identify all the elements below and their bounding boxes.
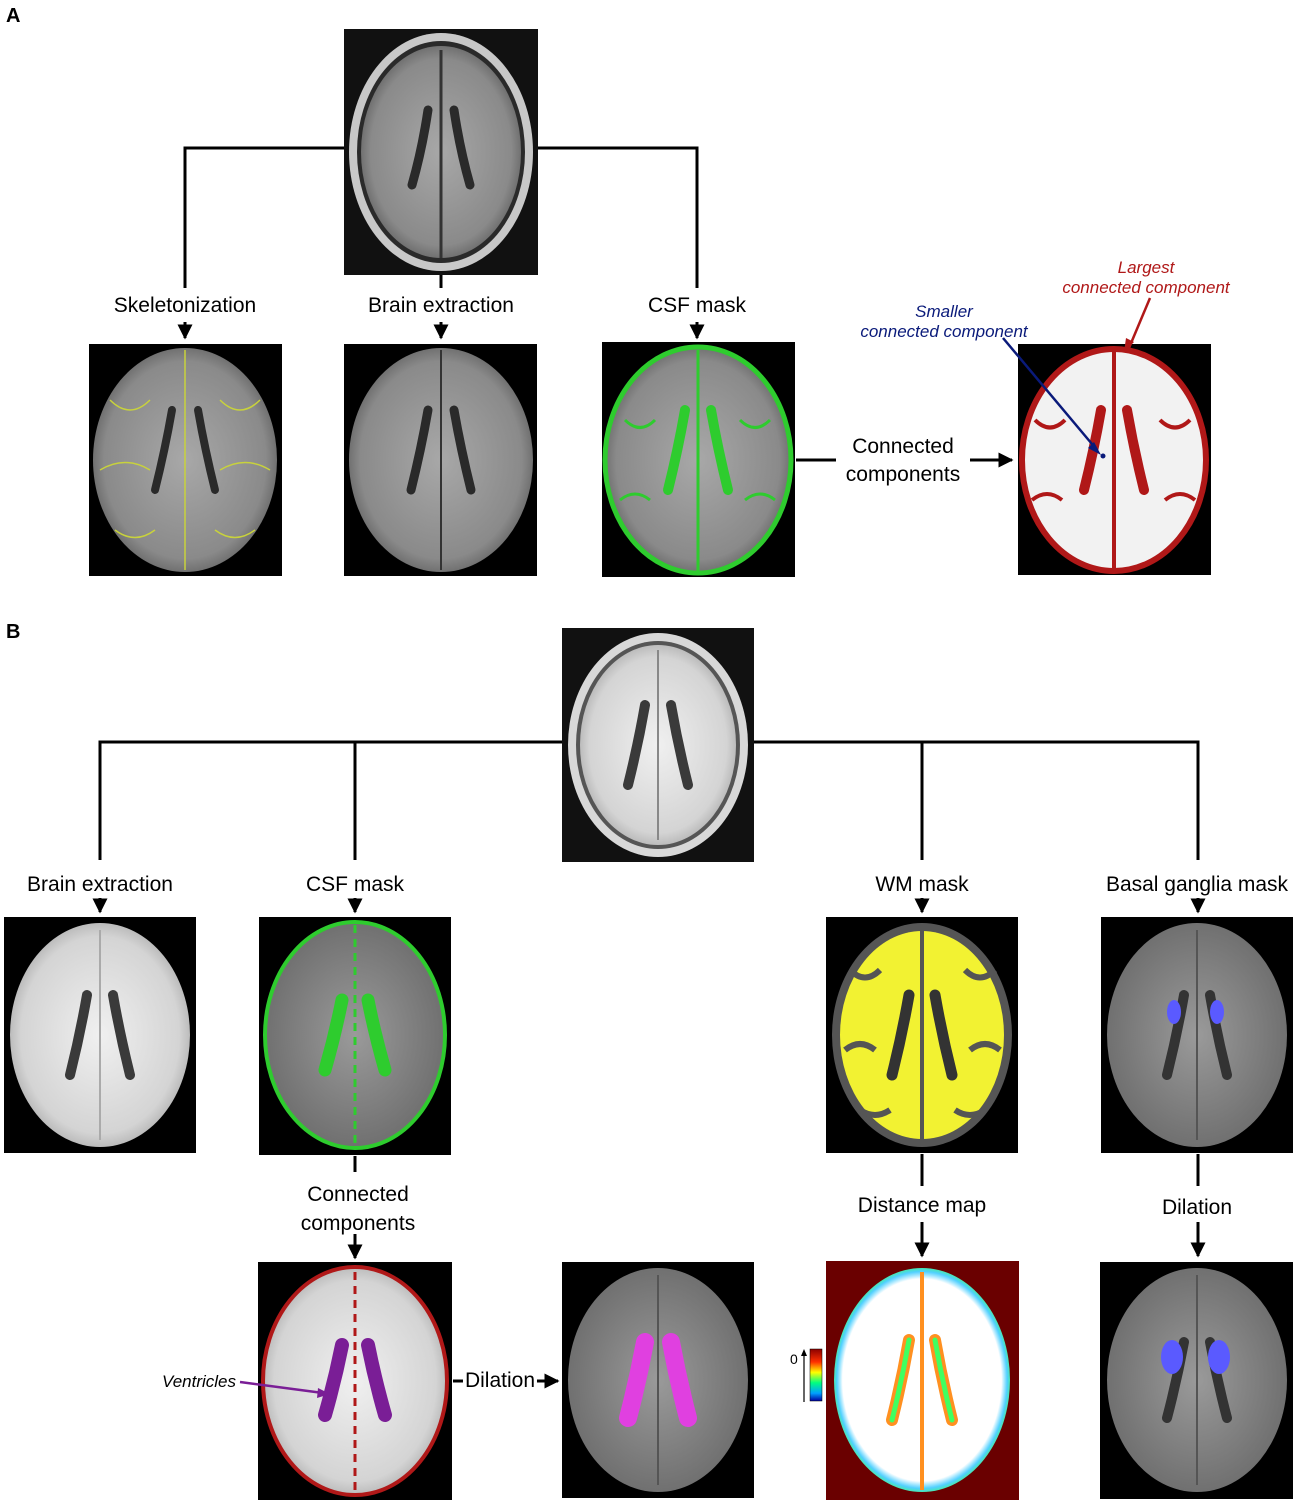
b-connected-components-image [258, 1262, 452, 1500]
b-dilated-basal-ganglia-image [1100, 1262, 1293, 1499]
b-label-brain-extraction: Brain extraction [27, 873, 173, 896]
b-basal-ganglia-mask-image [1101, 917, 1293, 1153]
a-largest-component-arrowhead [1124, 338, 1134, 352]
a-smaller-component-arrow [1002, 337, 1098, 451]
b-ventricles-arrowhead [317, 1388, 330, 1398]
b-connectors [92, 740, 1206, 1389]
b-label-wm-mask: WM mask [875, 873, 969, 896]
a-label-csf-mask: CSF mask [647, 294, 747, 317]
b-brain-extraction-image [4, 917, 196, 1153]
b-ventricles-arrow [239, 1380, 324, 1395]
b-label-dilation-basal-ganglia: Dilation [1161, 1196, 1233, 1219]
a-label-connected-components: Connected components [845, 435, 961, 486]
b-dilated-ventricles-image [562, 1262, 754, 1498]
a-label-skeletonization: Skeletonization [113, 294, 257, 317]
b-wm-mask-image [826, 917, 1018, 1153]
b-label-distance-map: Distance map [857, 1194, 987, 1217]
b-label-connected-components: Connected components [300, 1183, 416, 1235]
b-label-basal-ganglia-mask: Basal ganglia mask [1105, 873, 1289, 896]
panel-a-letter: A [6, 5, 21, 27]
a-source-mri-image [344, 29, 538, 275]
b-distance-map-image [826, 1261, 1019, 1500]
b-colorbar-zero-label: 0 [790, 1351, 798, 1367]
a-annotation-smaller-component: Smaller connected component [860, 302, 1028, 341]
b-distance-map-colorbar [801, 1348, 823, 1402]
a-connected-components-image [1018, 344, 1211, 575]
b-annotation-ventricles: Ventricles [161, 1372, 237, 1391]
b-label-csf-mask: CSF mask [305, 873, 405, 896]
a-largest-component-arrow [1127, 297, 1152, 349]
panel-b-letter: B [6, 621, 21, 643]
b-source-template-image [562, 628, 754, 862]
a-brain-extraction-image [344, 344, 537, 576]
a-label-brain-extraction: Brain extraction [368, 294, 514, 317]
a-connectors [177, 146, 1014, 468]
a-csf-mask-image [602, 342, 795, 577]
b-label-dilation-ventricles: Dilation [462, 1369, 538, 1393]
b-csf-mask-image [259, 917, 451, 1155]
a-smaller-component-arrowhead [1088, 442, 1101, 455]
a-skeletonization-image [89, 344, 282, 576]
a-annotation-largest-component: Largest connected component [1062, 258, 1230, 297]
